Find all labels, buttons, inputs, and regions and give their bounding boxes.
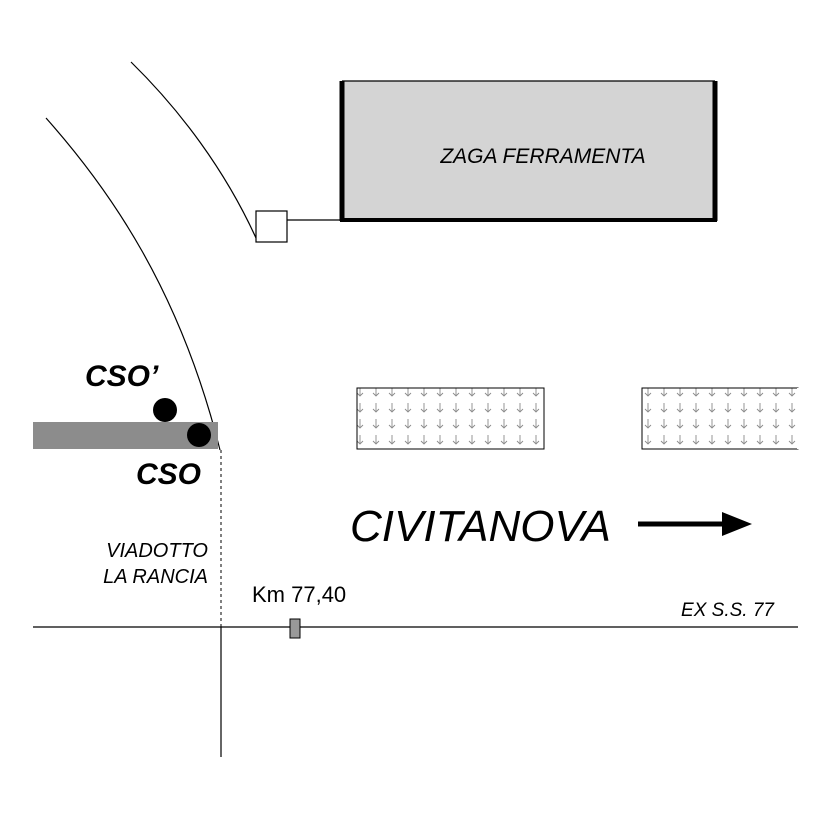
tree-area-1 [356, 387, 545, 450]
viaduct-label-line2: LA RANCIA [103, 566, 208, 588]
arrow-right-icon [638, 512, 752, 536]
curved-road-edge-outer [45, 117, 221, 451]
tree-area-2 [641, 387, 799, 450]
cso-prime-label: CSO’ [85, 360, 159, 393]
direction-label: CIVITANOVA [350, 502, 611, 551]
point-marker-icon [153, 398, 177, 422]
curved-road-edge-inner [130, 61, 257, 239]
building-label: ZAGA FERRAMENTA [439, 145, 645, 168]
point-marker-icon [187, 423, 211, 447]
kilometer-label: Km 77,40 [252, 582, 346, 607]
utility-box [255, 210, 288, 243]
road-label: EX S.S. 77 [681, 600, 775, 621]
cso-label: CSO [136, 458, 201, 491]
kilometer-marker-icon [289, 618, 301, 639]
building-zaga-ferramenta: ZAGA FERRAMENTA [339, 80, 718, 222]
viaduct-label-line1: VIADOTTO [106, 540, 208, 562]
